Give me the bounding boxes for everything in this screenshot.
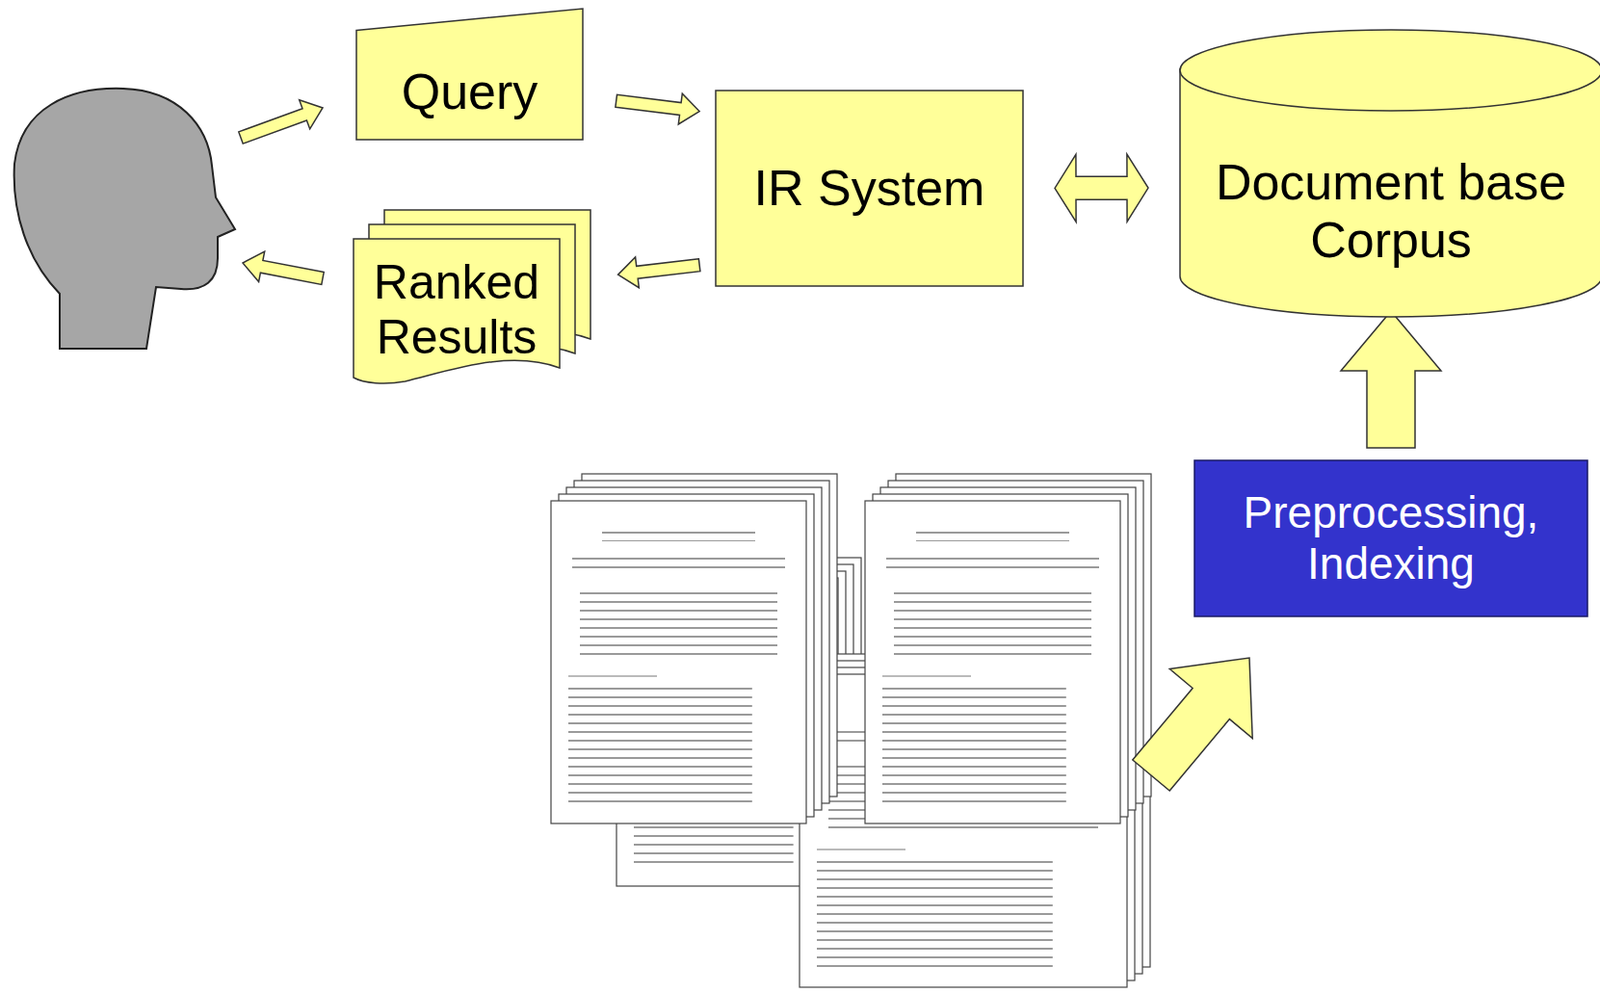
paper-title-lines — [916, 527, 1070, 542]
process-box: IR System — [714, 89, 1024, 288]
footnote-rule — [568, 676, 657, 678]
block-arrow — [1054, 154, 1149, 222]
manual-input-outline — [356, 8, 583, 140]
paper-page — [550, 500, 807, 824]
text-column: Preprocessing, Indexing — [1212, 487, 1570, 590]
database-cylinder: Document base Corpus — [1179, 28, 1600, 318]
flow-arrow — [1132, 657, 1253, 791]
block-arrow — [618, 257, 701, 289]
arrow-shape — [615, 93, 700, 125]
text-column: IR System — [754, 159, 986, 218]
process-box: Preprocessing, Indexing — [1193, 459, 1589, 618]
node-label: Preprocessing, Indexing — [1212, 487, 1570, 590]
paper-footnote-lines — [568, 681, 753, 808]
paper-title-lines — [602, 527, 756, 542]
document-sheet — [353, 238, 560, 384]
footnote-rule — [882, 676, 971, 678]
box-outline — [1194, 460, 1588, 617]
arrow-shape — [1054, 154, 1149, 222]
flow-arrow — [242, 251, 324, 285]
cylinder-top — [1180, 29, 1600, 111]
paper-abstract-lines — [893, 592, 1092, 662]
paper-page — [865, 500, 1121, 824]
arrow-shape — [1340, 311, 1442, 448]
paper-abstract-lines — [579, 592, 778, 662]
query-card: Query — [355, 7, 584, 141]
text-column: Document base Corpus — [1198, 154, 1584, 270]
paper-footnote-lines — [816, 855, 1053, 971]
box-outline — [715, 90, 1023, 287]
footnote-rule — [816, 849, 906, 851]
document-stack — [550, 473, 1152, 988]
block-arrow — [1340, 311, 1442, 448]
flow-arrow — [238, 100, 323, 144]
node-label: Ranked Results — [360, 255, 553, 367]
document-stack-box: Ranked Results — [352, 237, 561, 383]
node-label: IR System — [754, 159, 986, 218]
block-arrow — [615, 93, 700, 125]
text-column: Query — [401, 63, 539, 122]
node-label: Document base Corpus — [1198, 154, 1584, 270]
paper-footnote-lines — [882, 681, 1067, 808]
text-column: Ranked Results — [360, 255, 553, 367]
paper-author-lines — [886, 553, 1100, 574]
node-label: Query — [401, 63, 539, 122]
person-head — [14, 88, 236, 349]
arrow-shape — [618, 257, 701, 289]
paper-author-lines — [572, 553, 786, 574]
